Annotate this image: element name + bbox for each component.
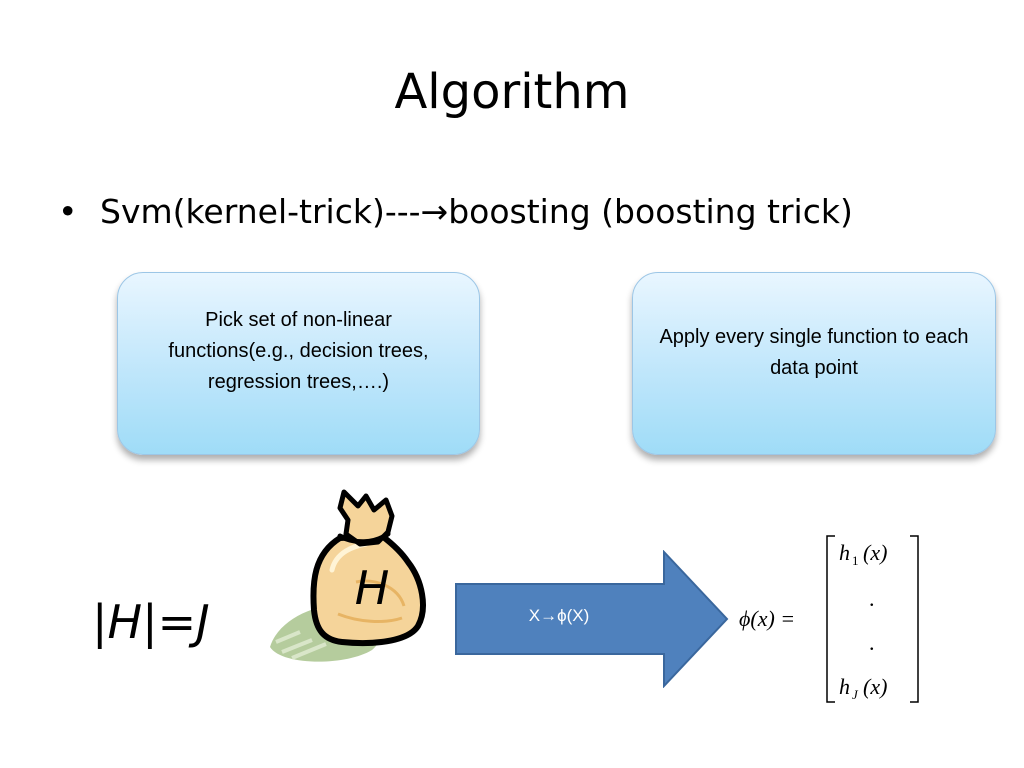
right-arrow-shape (455, 550, 729, 688)
box-apply-functions-text: Apply every single function to each data… (659, 325, 969, 379)
bullet-item: • Svm(kernel-trick)---→boosting (boosting… (58, 188, 853, 236)
feature-vector-formula: ϕ(x) = h 1 (x) . . h J (x) (739, 535, 919, 703)
box-pick-functions: Pick set of non-linear functions(e.g., d… (117, 272, 480, 455)
row4-subscript: J (852, 687, 859, 702)
arrow-label: X→ϕ(X) (528, 606, 590, 625)
row1-subscript: 1 (852, 553, 859, 568)
slide-title: Algorithm (394, 64, 630, 120)
bullet-text-before: Svm(kernel-trick)--- (100, 192, 421, 231)
row2-dot: . (869, 586, 875, 611)
row1-argument: (x) (863, 540, 887, 565)
bag-letter: H (355, 561, 390, 615)
bag-fold-1 (355, 579, 406, 607)
right-bracket (910, 535, 919, 703)
row3-dot: . (869, 630, 875, 655)
bag-fold-2 (337, 612, 403, 623)
bullet-marker: • (58, 192, 78, 231)
row4-argument: (x) (863, 674, 887, 699)
bag-tie (337, 531, 391, 545)
hypothesis-size-label: |H|=J (92, 595, 210, 649)
formula-lhs: ϕ(x) = (739, 606, 795, 631)
row1-h: h (839, 540, 850, 565)
box-apply-functions: Apply every single function to each data… (632, 272, 996, 455)
bag-shadow-strokes (275, 630, 327, 660)
arrow-body (455, 550, 729, 688)
left-bracket (826, 535, 835, 703)
money-bag-icon: H (270, 489, 426, 662)
row4-h: h (839, 674, 850, 699)
right-arrow-icon: → (420, 192, 449, 231)
box-pick-functions-text: Pick set of non-linear functions(e.g., d… (168, 309, 429, 393)
bullet-text-after: boosting (boosting trick) (448, 192, 853, 231)
